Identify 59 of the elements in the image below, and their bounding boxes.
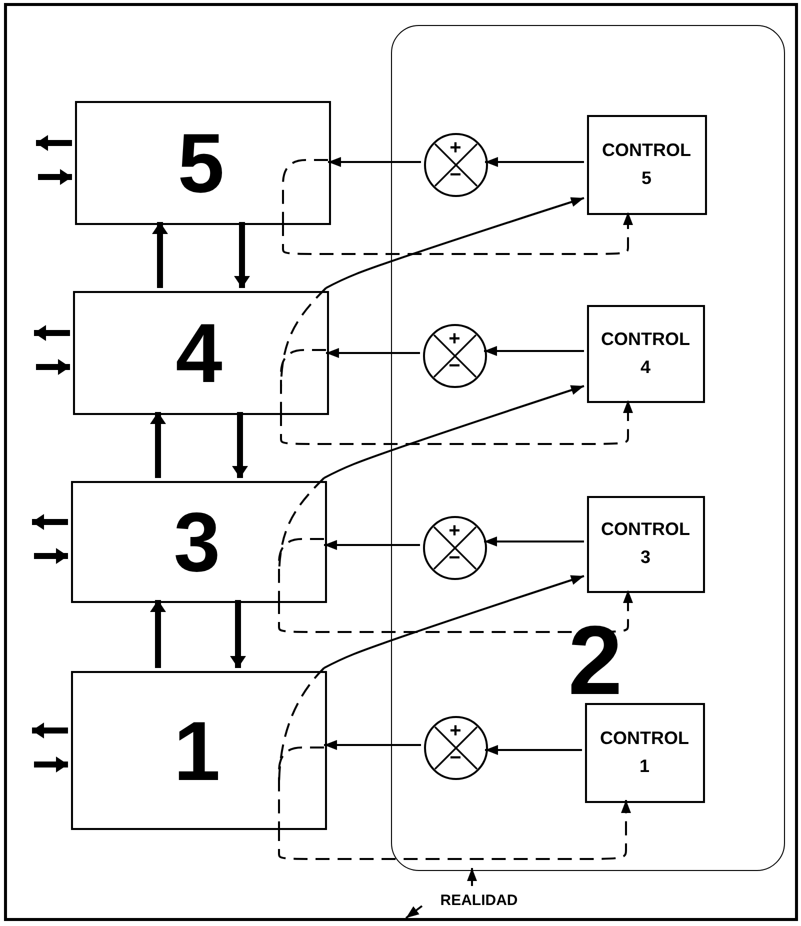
- dashed-feedback-arrow: [278, 590, 633, 633]
- plus-sign: +: [448, 138, 462, 158]
- arrow: [485, 157, 584, 167]
- arrow: [467, 868, 477, 886]
- realidad-label: REALIDAD: [427, 891, 531, 911]
- arrow: [328, 157, 421, 167]
- block-arrow: [230, 600, 246, 668]
- controller-label: CONTROL 1: [599, 726, 690, 778]
- arrow: [324, 575, 584, 669]
- region-number: 2: [568, 611, 623, 709]
- block-arrow: [234, 222, 250, 288]
- block-arrow: [150, 412, 166, 478]
- process-block: [73, 291, 329, 415]
- arrow: [326, 348, 420, 358]
- block-arrow: [152, 222, 168, 288]
- block-arrow: [34, 548, 68, 564]
- block-arrow: [150, 600, 166, 668]
- process-block: [71, 481, 327, 603]
- block-arrow: [38, 169, 72, 185]
- block-number: 5: [178, 121, 224, 205]
- block-arrow: [32, 514, 68, 530]
- minus-sign: −: [448, 748, 462, 768]
- minus-sign: −: [448, 164, 462, 184]
- dashed-feedback-arrow: [278, 800, 631, 860]
- process-block: [75, 101, 331, 225]
- dashed-feedback-arrow: [282, 212, 633, 255]
- plus-sign: +: [448, 520, 462, 540]
- arrow: [324, 740, 421, 750]
- outer-frame: [4, 3, 798, 921]
- block-arrow: [34, 756, 68, 772]
- arrow: [324, 540, 420, 550]
- controller-block: [586, 304, 704, 402]
- block-arrow: [36, 135, 72, 151]
- plus-sign: +: [448, 720, 462, 740]
- controller-label: CONTROL 5: [601, 138, 692, 190]
- arrow: [484, 536, 584, 546]
- block-number: 4: [176, 311, 222, 395]
- block-arrow: [34, 325, 70, 341]
- controller-block: [584, 702, 704, 802]
- rounded-region: [391, 25, 785, 871]
- minus-sign: −: [448, 548, 462, 568]
- controller-block: [586, 496, 704, 592]
- arrow: [484, 346, 584, 356]
- arrow: [485, 745, 582, 755]
- controller-label: CONTROL 4: [600, 328, 691, 378]
- dashed-feedback-arrow: [280, 400, 633, 445]
- arrow: [326, 197, 584, 289]
- block-arrow: [32, 722, 68, 738]
- block-number: 1: [174, 708, 220, 792]
- process-block: [71, 671, 327, 830]
- controller-block: [586, 114, 706, 214]
- minus-sign: −: [448, 356, 462, 376]
- arrow: [324, 385, 584, 479]
- arrow: [405, 905, 423, 919]
- plus-sign: +: [448, 328, 462, 348]
- block-arrow: [232, 412, 248, 478]
- block-number: 3: [174, 500, 220, 584]
- controller-label: CONTROL 3: [600, 518, 691, 569]
- block-arrow: [36, 359, 70, 375]
